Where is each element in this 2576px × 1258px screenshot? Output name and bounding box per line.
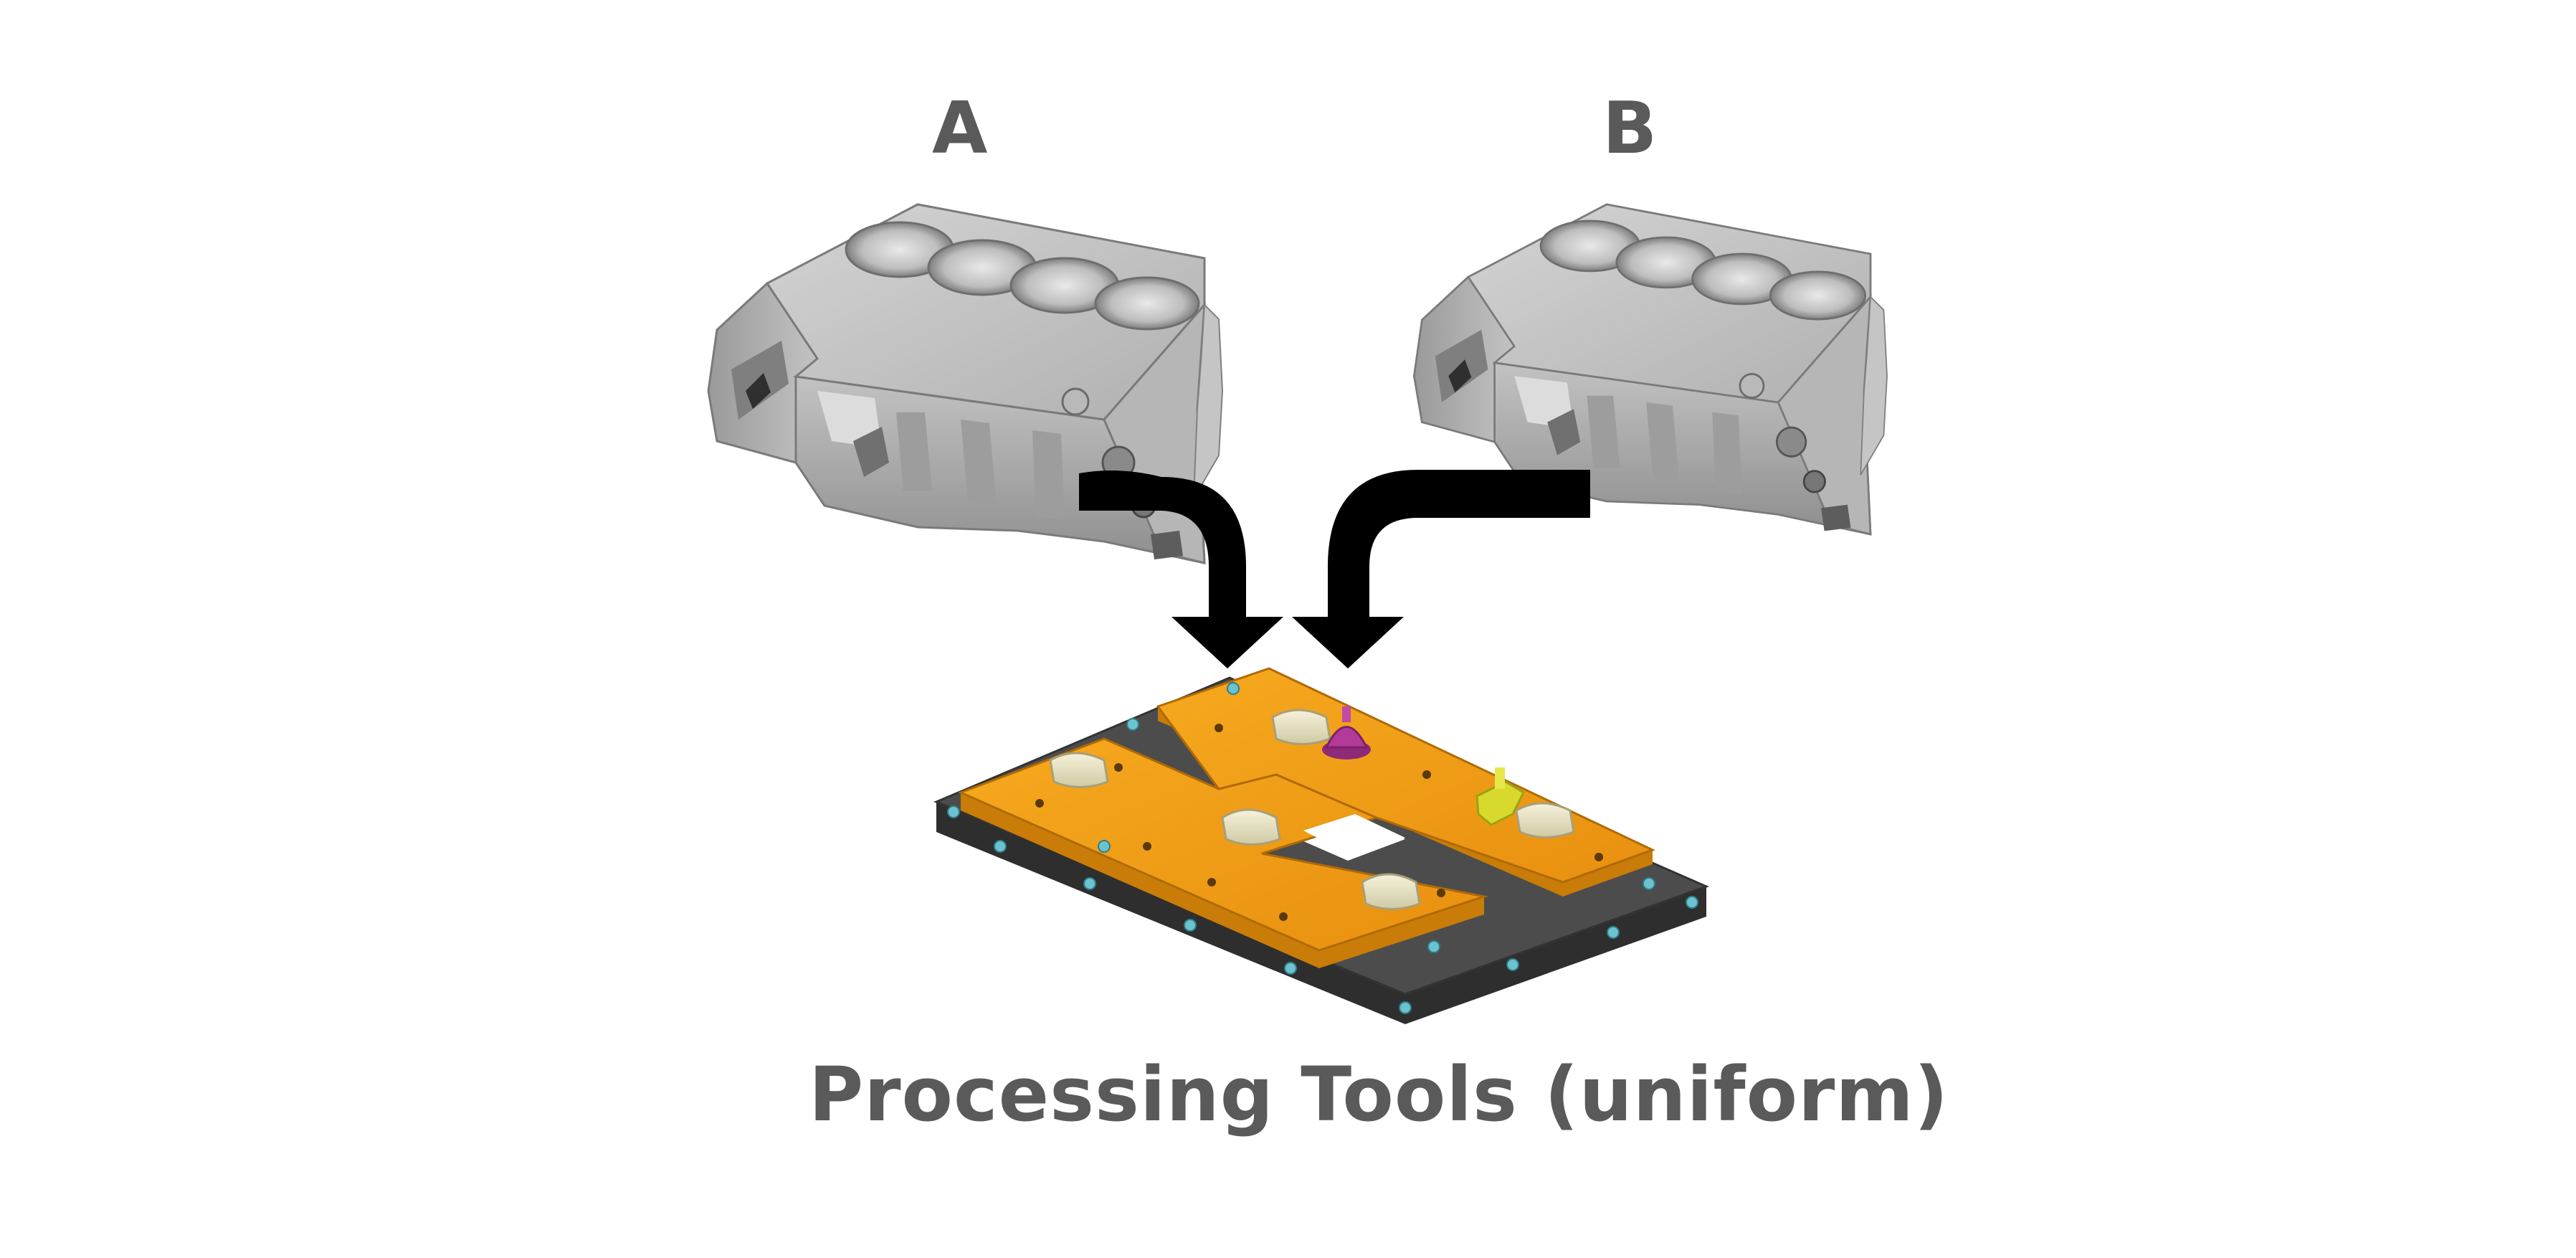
accent-pin: [1322, 706, 1371, 760]
engine-block-a: [707, 203, 1224, 564]
curved-arrow-down-icon: [1079, 470, 1283, 668]
curved-arrow-down-icon: [1292, 470, 1590, 668]
block-b-label: B: [1602, 86, 1658, 170]
locating-pins: [1049, 709, 1575, 910]
block-a-label: A: [932, 86, 988, 170]
fixture-holes: [1035, 724, 1603, 921]
arrow-a: [1079, 470, 1283, 668]
fixture-caption: Processing Tools (uniform): [809, 1051, 1949, 1138]
processing-fixture: [933, 667, 1710, 1024]
arrow-b: [1292, 470, 1590, 668]
processing-fixture-icon: [933, 667, 1710, 1024]
clamp: [1475, 767, 1525, 826]
bolts: [947, 682, 1698, 1014]
engine-block-icon: [707, 203, 1224, 564]
